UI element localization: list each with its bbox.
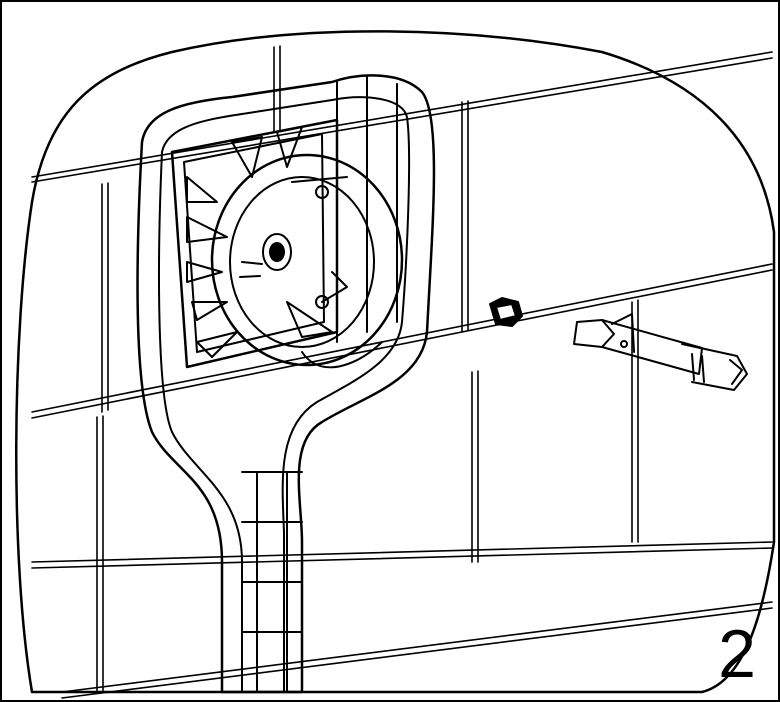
step-number: 2: [718, 616, 756, 692]
socket-mounting-box-icon: [170, 118, 404, 369]
mounting-frame-icon: [136, 74, 436, 694]
threaded-plug-icon: [489, 297, 523, 327]
wall-view-outline: [14, 30, 776, 694]
tubular-socket-wrench-icon: [573, 313, 748, 391]
wall-tiles-icon: [31, 45, 773, 699]
